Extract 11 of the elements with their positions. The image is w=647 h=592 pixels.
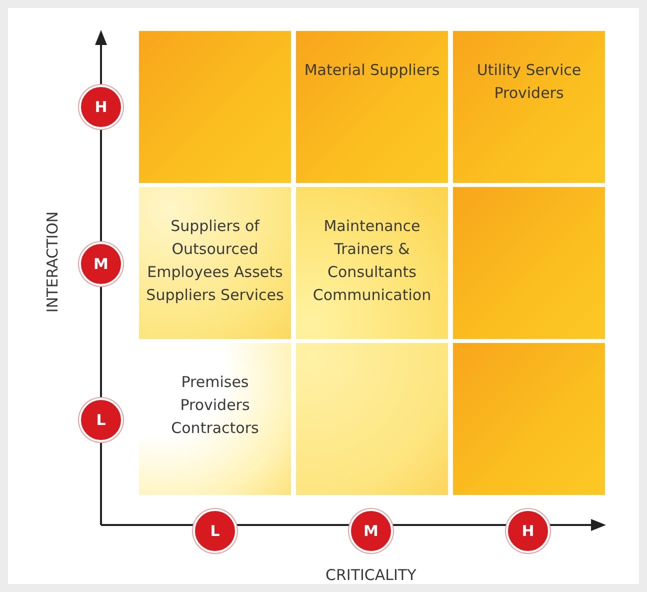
matrix-cell xyxy=(453,343,605,495)
matrix-cell: Material Suppliers xyxy=(296,31,448,183)
matrix-cell: Maintenance Trainers & Consultants Communication xyxy=(296,187,448,339)
matrix-cell xyxy=(296,343,448,495)
axis-title: CRITICALITY xyxy=(326,566,416,584)
matrix-cell xyxy=(139,31,291,183)
matrix-cell xyxy=(453,187,605,339)
axis-title: INTERACTION xyxy=(43,211,62,313)
matrix-cell: Premises Providers Contractors xyxy=(139,343,291,495)
matrix-cell: Suppliers of Outsourced Employees Assets Suppliers Services xyxy=(139,187,291,339)
matrix-cell: Utility Service Providers xyxy=(453,31,605,183)
